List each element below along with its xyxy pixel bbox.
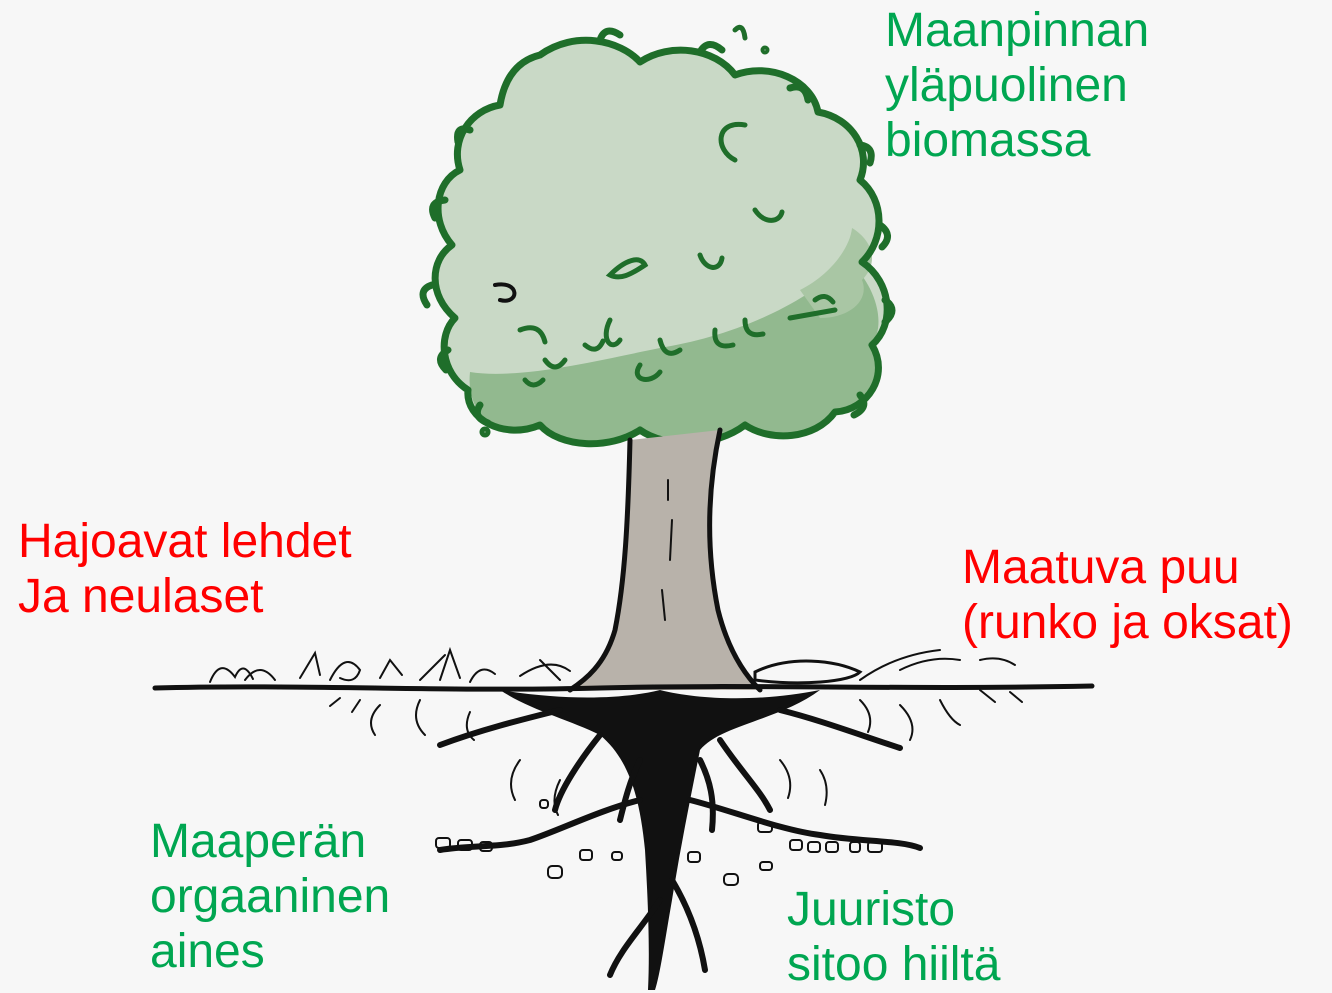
label-dead-wood-line1: Maatuva puu	[962, 540, 1293, 595]
fallen-log	[755, 661, 860, 683]
label-soil-organic-line3: aines	[150, 924, 390, 979]
label-dead-wood-line2: (runko ja oksat)	[962, 595, 1293, 650]
label-decaying-wood: Maatuva puu (runko ja oksat)	[962, 540, 1293, 650]
label-above-ground-line3: biomassa	[885, 113, 1149, 168]
tree-canopy	[423, 27, 892, 443]
label-soil-organic-line2: orgaaninen	[150, 869, 390, 924]
label-above-ground-biomass: Maanpinnan yläpuolinen biomassa	[885, 3, 1149, 168]
label-soil-organic-line1: Maaperän	[150, 814, 390, 869]
root-mass	[500, 690, 820, 990]
label-above-ground-line2: yläpuolinen	[885, 58, 1149, 113]
label-soil-organic-matter: Maaperän orgaaninen aines	[150, 814, 390, 979]
label-leaves-line1: Hajoavat lehdet	[18, 514, 352, 569]
label-above-ground-line1: Maanpinnan	[885, 3, 1149, 58]
label-decomposing-leaves: Hajoavat lehdet Ja neulaset	[18, 514, 352, 624]
label-roots-line1: Juuristo	[787, 882, 1000, 937]
tree-trunk	[570, 430, 760, 690]
label-root-system: Juuristo sitoo hiiltä	[787, 882, 1000, 992]
label-roots-line2: sitoo hiiltä	[787, 937, 1000, 992]
label-leaves-line2: Ja neulaset	[18, 569, 352, 624]
